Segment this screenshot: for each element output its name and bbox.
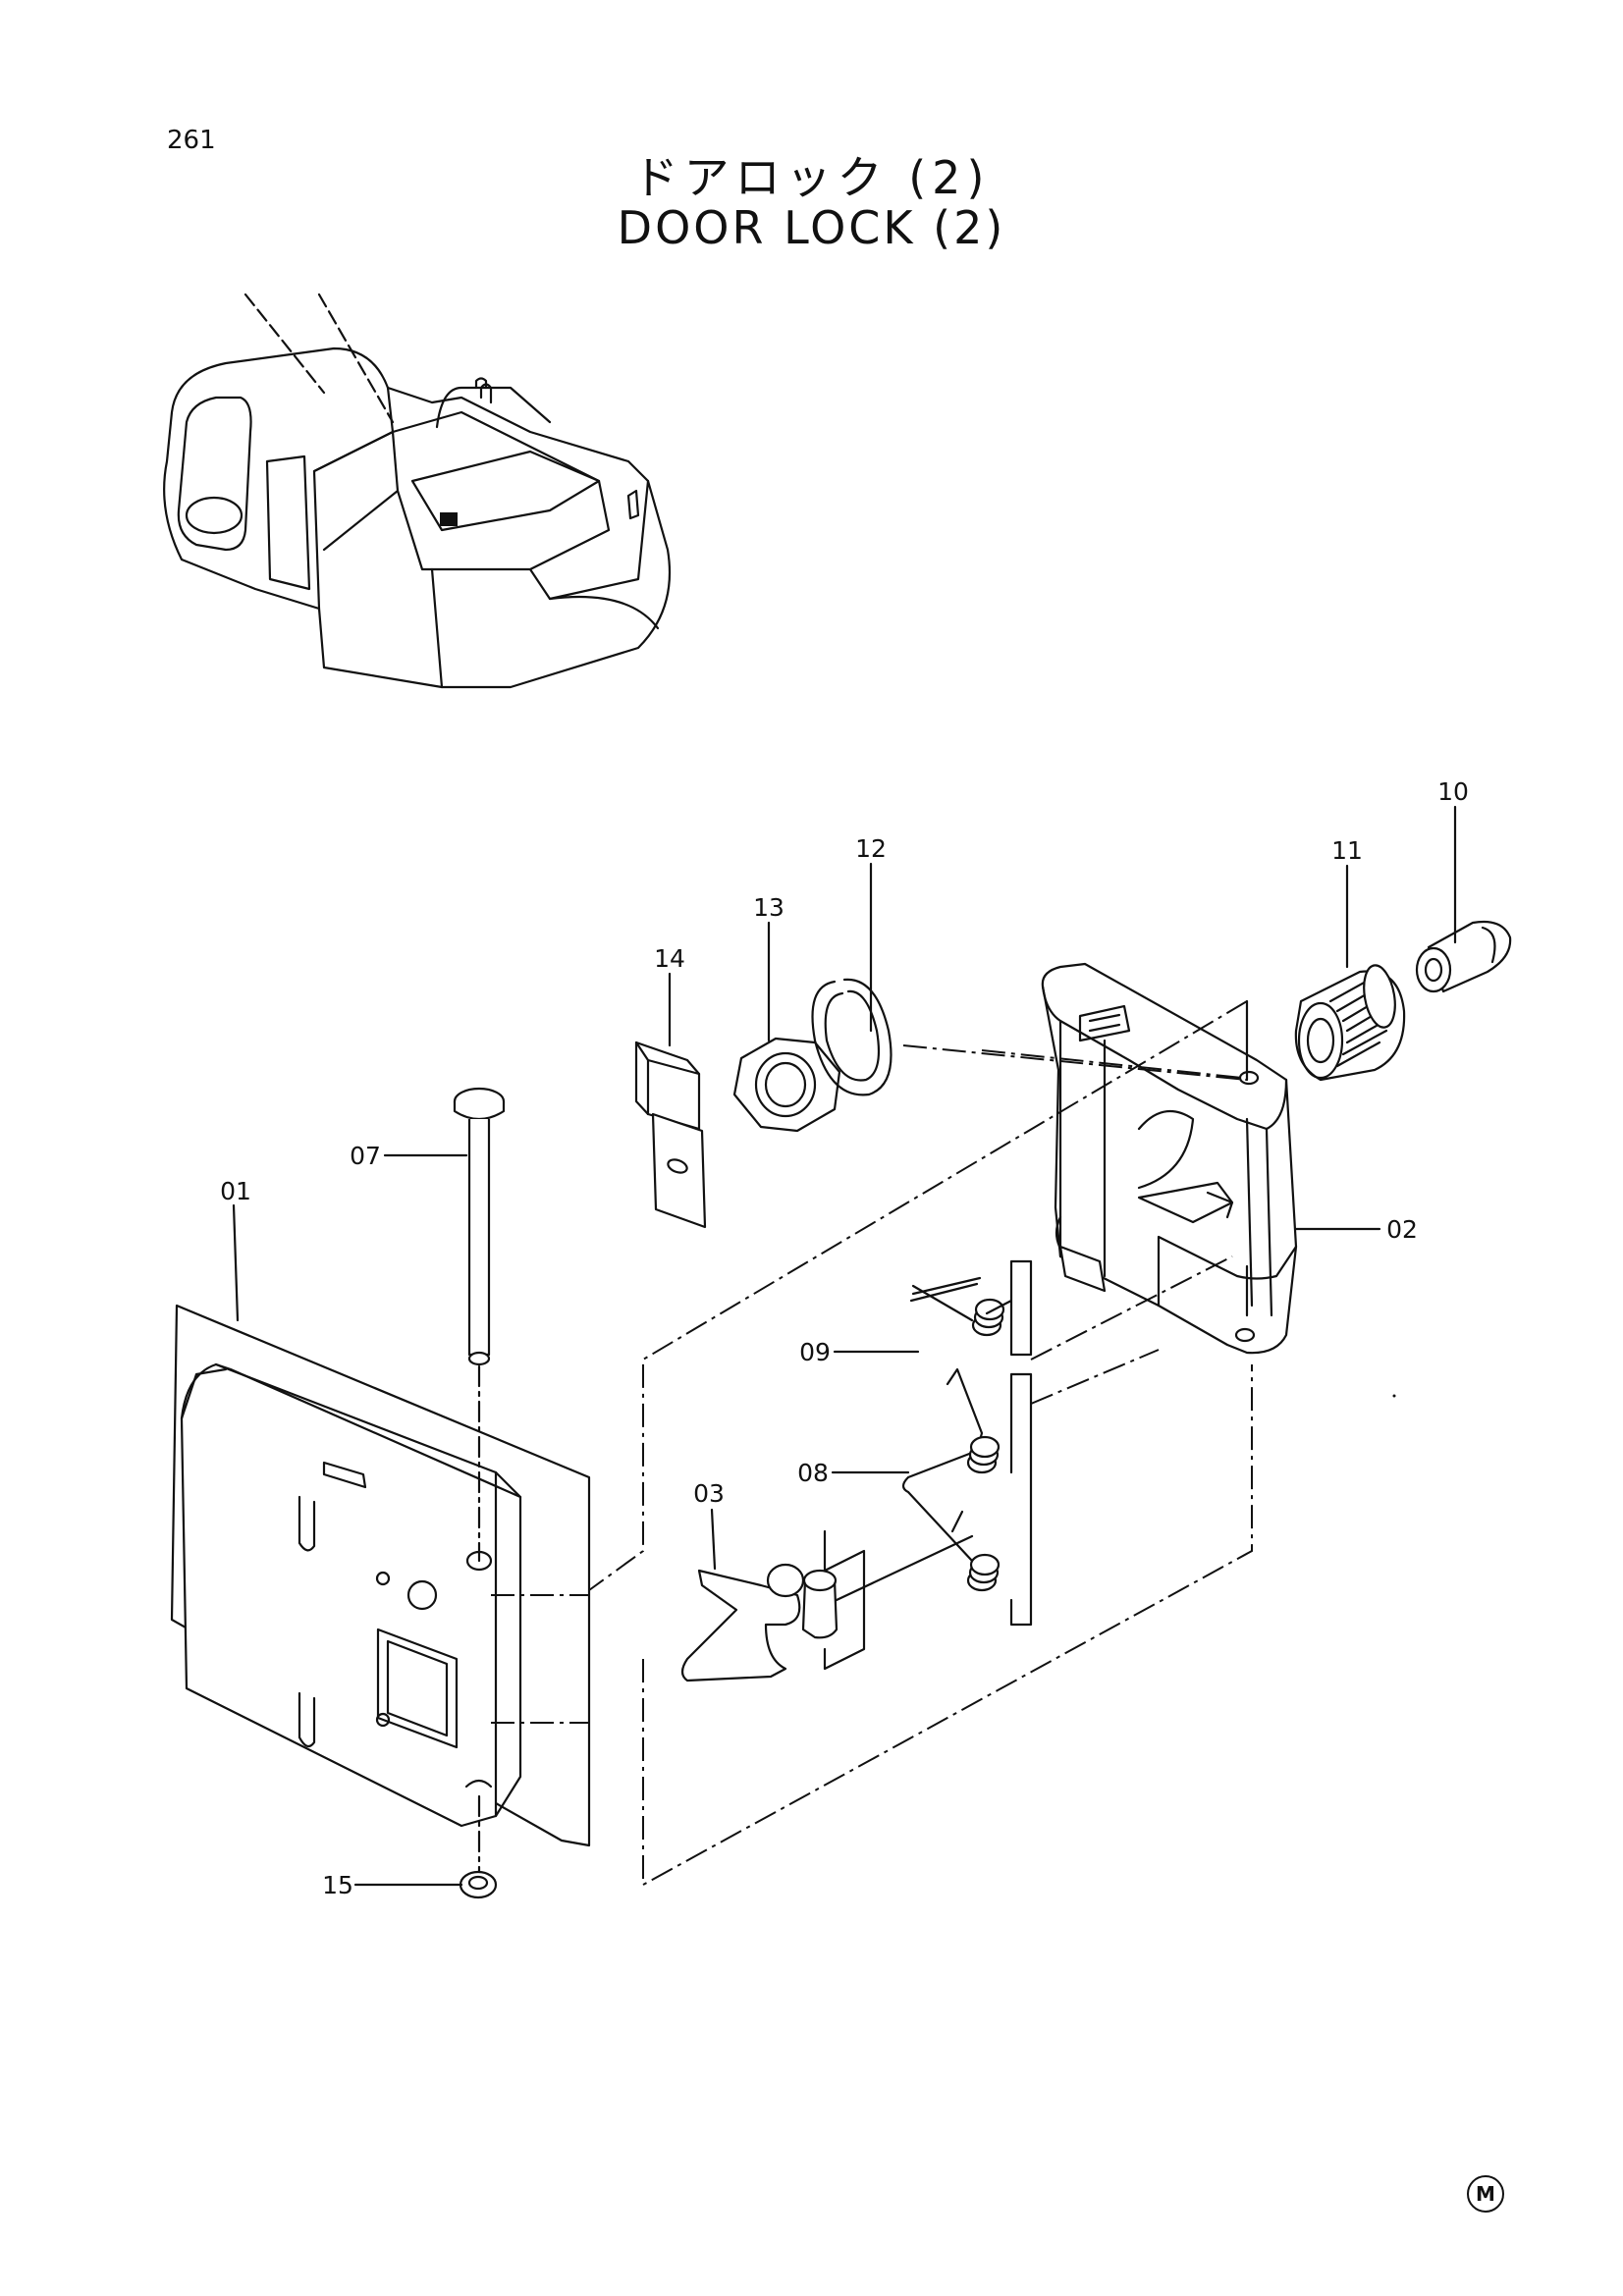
part-11-bushing — [1294, 964, 1406, 1082]
callout-11: 11 — [1331, 836, 1363, 865]
callout-09: 09 — [799, 1338, 831, 1366]
callout-leaders — [232, 805, 1457, 1887]
excavator-overview-illustration — [163, 293, 672, 689]
callout-10: 10 — [1437, 777, 1469, 806]
part-09-spring — [909, 1259, 1033, 1357]
part-07-pin — [453, 1087, 506, 1563]
callout-15: 15 — [322, 1871, 353, 1899]
part-14-plate — [634, 1041, 707, 1229]
part-15-snap-ring — [459, 1794, 498, 1899]
page-number: 261 — [167, 126, 216, 155]
part-10-lock-cylinder — [1415, 920, 1512, 993]
page-title-english: DOOR LOCK (2) — [617, 201, 1006, 254]
stray-dot — [1392, 1394, 1396, 1398]
part-03-latch — [680, 1529, 974, 1682]
callout-13: 13 — [753, 893, 784, 922]
callout-08: 08 — [797, 1459, 829, 1487]
callout-02: 02 — [1386, 1215, 1418, 1244]
part-08-spring — [901, 1367, 1033, 1627]
callout-07: 07 — [350, 1142, 381, 1170]
callout-03: 03 — [693, 1479, 725, 1508]
part-13-nut — [732, 1037, 841, 1133]
page-title-japanese: ドアロック (2) — [632, 151, 991, 204]
callout-14: 14 — [654, 944, 685, 973]
part-02-bracket — [1041, 962, 1298, 1355]
callout-12: 12 — [855, 834, 887, 863]
callout-01: 01 — [220, 1177, 251, 1205]
m-mark-symbol: M — [1467, 2175, 1504, 2213]
assembly-guide-lines — [491, 1000, 1253, 1887]
part-01-lock-housing — [170, 1304, 591, 1847]
